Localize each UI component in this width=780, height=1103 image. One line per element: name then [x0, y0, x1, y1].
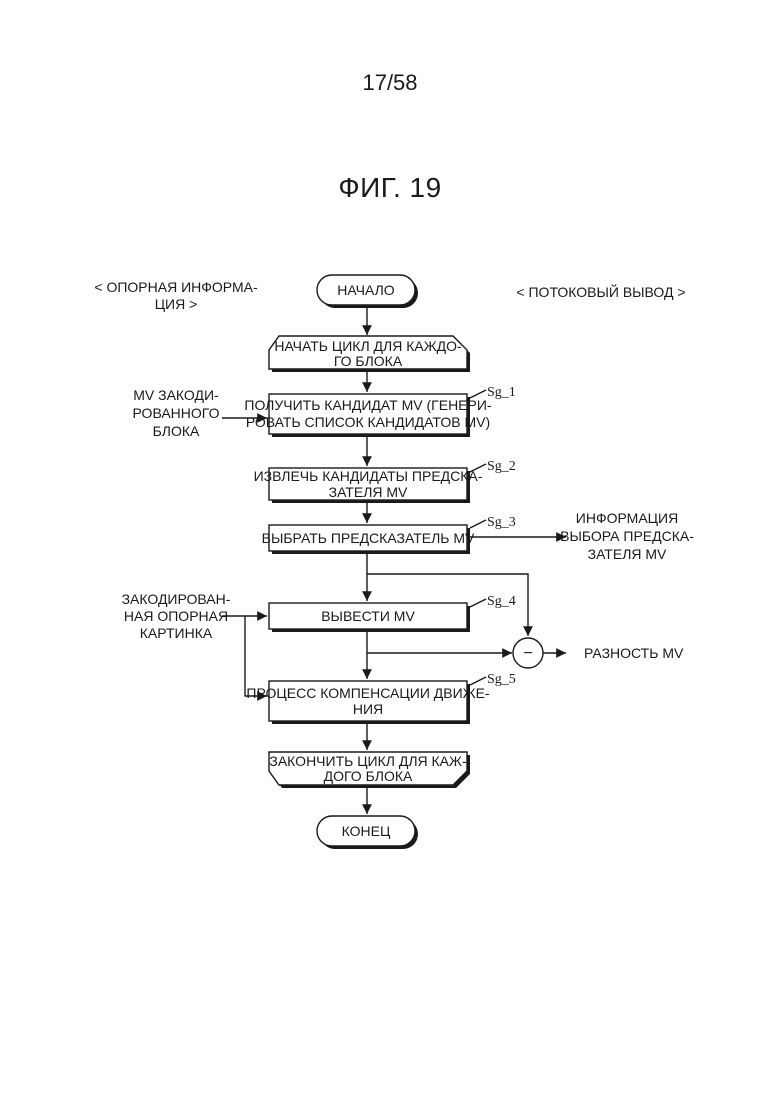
- header-reference-info-line2: ЦИЯ >: [155, 296, 198, 312]
- input-coded-block-mv-line3: БЛОКА: [153, 423, 200, 439]
- step-sg3-line1: ВЫБРАТЬ ПРЕДСКАЗАТЕЛЬ MV: [262, 530, 475, 546]
- step-sg3-block: ВЫБРАТЬ ПРЕДСКАЗАТЕЛЬ MV: [262, 525, 475, 554]
- step-sg2-block: ИЗВЛЕЧЬ КАНДИДАТЫ ПРЕДСКА- ЗАТЕЛЯ MV: [254, 468, 483, 503]
- output-predictor-selection-line3: ЗАТЕЛЯ MV: [588, 546, 667, 562]
- start-terminal-label: НАЧАЛО: [337, 282, 395, 298]
- output-mv-difference: РАЗНОСТЬ MV: [584, 645, 684, 661]
- step-sg5-line1: ПРОЦЕСС КОМПЕНСАЦИИ ДВИЖЕ-: [246, 685, 490, 701]
- step-sg2-line1: ИЗВЛЕЧЬ КАНДИДАТЫ ПРЕДСКА-: [254, 468, 483, 484]
- step-sg1-line2: РОВАТЬ СПИСОК КАНДИДАТОВ MV): [246, 414, 490, 430]
- input-coded-ref-picture-line1: ЗАКОДИРОВАН-: [122, 591, 231, 607]
- end-terminal: КОНЕЦ: [317, 816, 418, 849]
- loop-begin-line2: ГО БЛОКА: [334, 353, 403, 369]
- step-sg4-id: Sg_4: [487, 594, 516, 609]
- step-sg4-block: ВЫВЕСТИ MV: [269, 603, 470, 632]
- loop-end-line1: ЗАКОНЧИТЬ ЦИКЛ ДЛЯ КАЖ-: [269, 753, 467, 769]
- step-sg1-id: Sg_1: [487, 385, 516, 400]
- loop-begin-line1: НАЧАТЬ ЦИКЛ ДЛЯ КАЖДО-: [274, 338, 462, 354]
- output-predictor-selection-line1: ИНФОРМАЦИЯ: [576, 510, 678, 526]
- subtractor-symbol: −: [523, 645, 532, 662]
- step-sg2-id: Sg_2: [487, 459, 516, 474]
- input-coded-block-mv-line2: РОВАННОГО: [133, 405, 220, 421]
- step-sg5-line2: НИЯ: [353, 701, 383, 717]
- input-coded-block-mv-line1: MV ЗАКОДИ-: [133, 387, 219, 403]
- step-sg4-line1: ВЫВЕСТИ MV: [321, 608, 415, 624]
- loop-end-block: ЗАКОНЧИТЬ ЦИКЛ ДЛЯ КАЖ- ДОГО БЛОКА: [269, 752, 470, 788]
- header-stream-output: < ПОТОКОВЫЙ ВЫВОД >: [516, 283, 685, 300]
- input-coded-ref-picture-line3: КАРТИНКА: [140, 625, 213, 641]
- step-sg2-line2: ЗАТЕЛЯ MV: [329, 484, 408, 500]
- subtractor-node: −: [513, 638, 543, 668]
- start-terminal: НАЧАЛО: [317, 275, 418, 308]
- loop-end-line2: ДОГО БЛОКА: [324, 768, 413, 784]
- input-coded-ref-picture-line2: НАЯ ОПОРНАЯ: [124, 608, 228, 624]
- step-sg1-block: ПОЛУЧИТЬ КАНДИДАТ MV (ГЕНЕРИ- РОВАТЬ СПИ…: [244, 394, 492, 437]
- end-terminal-label: КОНЕЦ: [342, 823, 391, 839]
- step-sg5-block: ПРОЦЕСС КОМПЕНСАЦИИ ДВИЖЕ- НИЯ: [246, 681, 490, 724]
- step-sg5-id: Sg_5: [487, 672, 516, 687]
- step-sg1-line1: ПОЛУЧИТЬ КАНДИДАТ MV (ГЕНЕРИ-: [244, 397, 492, 413]
- header-reference-info-line1: < ОПОРНАЯ ИНФОРМА-: [94, 279, 258, 295]
- step-sg3-id: Sg_3: [487, 515, 516, 530]
- loop-begin-block: НАЧАТЬ ЦИКЛ ДЛЯ КАЖДО- ГО БЛОКА: [269, 336, 470, 372]
- output-predictor-selection-line2: ВЫБОРА ПРЕДСКА-: [560, 528, 694, 544]
